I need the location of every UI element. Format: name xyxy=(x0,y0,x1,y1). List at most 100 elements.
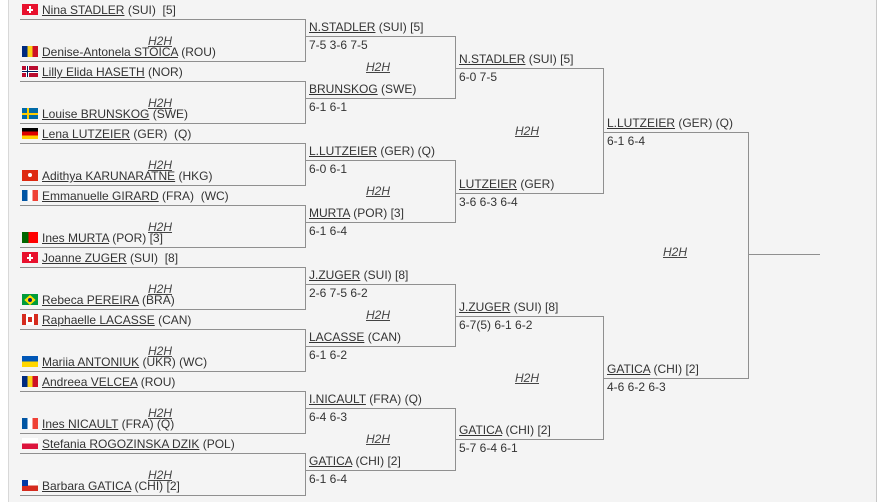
match-score: 6-0 7-5 xyxy=(459,70,498,84)
match-bracket-line xyxy=(305,160,456,223)
match-bracket-line xyxy=(20,81,306,124)
player-link[interactable]: J.ZUGER xyxy=(459,300,511,314)
player-info: (CAN) xyxy=(364,330,402,344)
player-entry: J.ZUGER (SUI) [8] xyxy=(459,299,558,315)
h2h-link[interactable]: H2H xyxy=(365,432,391,446)
player-link[interactable]: Andreea VELCEA xyxy=(42,375,138,389)
swiss-flag-icon xyxy=(22,252,38,263)
player-entry: Stefania ROGOZINSKA DZIK (POL) xyxy=(22,436,235,452)
player-entry: Louise BRUNSKOG (SWE) xyxy=(22,106,188,122)
match-bracket-line xyxy=(305,284,456,347)
player-link[interactable]: Denise-Antonela STOICA xyxy=(42,45,178,59)
player-info: (GER) xyxy=(517,177,555,191)
player-link[interactable]: LUTZEIER xyxy=(459,177,518,191)
h2h-link[interactable]: H2H xyxy=(365,184,391,198)
player-info: (SUI) [8] xyxy=(126,251,179,265)
player-link[interactable]: Adithya KARUNARATNE xyxy=(42,169,176,183)
germany-flag-icon xyxy=(22,128,38,139)
match-score: 6-7(5) 6-1 6-2 xyxy=(459,318,533,332)
player-link[interactable]: GATICA xyxy=(607,362,651,376)
player-link[interactable]: Nina STADLER xyxy=(42,3,125,17)
player-link[interactable]: MURTA xyxy=(309,206,350,220)
player-entry: Mariia ANTONIUK (UKR) (WC) xyxy=(22,354,207,370)
player-link[interactable]: Raphaelle LACASSE xyxy=(42,313,155,327)
player-link[interactable]: L.LUTZEIER xyxy=(607,116,676,130)
h2h-link[interactable]: H2H xyxy=(147,96,173,110)
h2h-link[interactable]: H2H xyxy=(147,158,173,172)
player-link[interactable]: Stefania ROGOZINSKA DZIK xyxy=(42,437,200,451)
player-entry: Adithya KARUNARATNE (HKG) xyxy=(22,168,213,184)
romania-flag-icon xyxy=(22,376,38,387)
hongkong-flag-icon xyxy=(22,170,38,181)
norway-flag-icon xyxy=(22,66,38,77)
final-line xyxy=(748,254,820,255)
match-bracket-line xyxy=(20,267,306,310)
h2h-link[interactable]: H2H xyxy=(514,370,540,385)
player-info: (ROU) xyxy=(177,45,216,59)
brazil-flag-icon xyxy=(22,294,38,305)
player-info: (HKG) xyxy=(175,169,213,183)
player-link[interactable]: Joanne ZUGER xyxy=(42,251,127,265)
player-link[interactable]: N.STADLER xyxy=(459,52,526,66)
player-info: (SUI) [5] xyxy=(124,3,176,17)
player-entry: Barbara GATICA (CHI) [2] xyxy=(22,478,180,494)
player-info: (SUI) [8] xyxy=(510,300,559,314)
chile-flag-icon xyxy=(22,480,38,491)
match-score: 6-1 6-1 xyxy=(309,100,348,114)
h2h-link[interactable]: H2H xyxy=(147,282,173,296)
player-link[interactable]: J.ZUGER xyxy=(309,268,361,282)
player-link[interactable]: Rebeca PEREIRA xyxy=(42,293,139,307)
player-link[interactable]: Emmanuelle GIRARD xyxy=(42,189,159,203)
h2h-link[interactable]: H2H xyxy=(147,344,173,358)
h2h-link[interactable]: H2H xyxy=(147,406,173,420)
player-link[interactable]: Ines NICAULT xyxy=(42,417,119,431)
player-info: (GER) (Q) xyxy=(675,116,734,130)
player-link[interactable]: Lilly Elida HASETH xyxy=(42,65,145,79)
player-link[interactable]: N.STADLER xyxy=(309,20,376,34)
player-link[interactable]: LACASSE xyxy=(309,330,365,344)
h2h-link[interactable]: H2H xyxy=(662,245,688,259)
player-link[interactable]: Barbara GATICA xyxy=(42,479,132,493)
player-info: (CHI) [2] xyxy=(131,479,180,493)
match-score: 6-1 6-4 xyxy=(309,224,348,238)
player-entry: LUTZEIER (GER) xyxy=(459,176,554,192)
player-info: (FRA) (Q) xyxy=(365,392,422,406)
player-entry: Joanne ZUGER (SUI) [8] xyxy=(22,250,178,266)
h2h-link[interactable]: H2H xyxy=(147,34,173,48)
player-entry: Rebeca PEREIRA (BRA) xyxy=(22,292,175,308)
h2h-link[interactable]: H2H xyxy=(514,123,540,138)
match-bracket-line xyxy=(20,19,306,62)
match-score: 3-6 6-3 6-4 xyxy=(459,195,518,209)
player-link[interactable]: L.LUTZEIER xyxy=(309,144,378,158)
player-link[interactable]: GATICA xyxy=(309,454,353,468)
player-entry: Lilly Elida HASETH (NOR) xyxy=(22,64,183,80)
player-entry: N.STADLER (SUI) [5] xyxy=(309,19,423,35)
player-entry: Andreea VELCEA (ROU) xyxy=(22,374,175,390)
match-bracket-line xyxy=(305,36,456,99)
player-entry: Denise-Antonela STOICA (ROU) xyxy=(22,44,216,60)
player-info: (UKR) (WC) xyxy=(139,355,208,369)
h2h-link[interactable]: H2H xyxy=(147,220,173,234)
match-score: 6-4 6-3 xyxy=(309,410,348,424)
h2h-link[interactable]: H2H xyxy=(365,308,391,322)
player-info: (GER) (Q) xyxy=(377,144,436,158)
player-entry: Nina STADLER (SUI) [5] xyxy=(22,2,176,18)
player-link[interactable]: Mariia ANTONIUK xyxy=(42,355,140,369)
player-link[interactable]: Louise BRUNSKOG xyxy=(42,107,150,121)
match-bracket-line xyxy=(20,205,306,248)
player-entry: GATICA (CHI) [2] xyxy=(459,422,551,438)
match-score: 6-1 6-4 xyxy=(309,472,348,486)
player-entry: LACASSE (CAN) xyxy=(309,329,401,345)
player-link[interactable]: Lena LUTZEIER xyxy=(42,127,131,141)
player-info: (SWE) xyxy=(149,107,189,121)
player-link[interactable]: Ines MURTA xyxy=(42,231,109,245)
player-link[interactable]: GATICA xyxy=(459,423,503,437)
swiss-flag-icon xyxy=(22,4,38,15)
player-link[interactable]: BRUNSKOG xyxy=(309,82,378,96)
h2h-link[interactable]: H2H xyxy=(365,60,391,74)
player-link[interactable]: I.NICAULT xyxy=(309,392,366,406)
player-info: (FRA) (WC) xyxy=(158,189,229,203)
h2h-link[interactable]: H2H xyxy=(147,468,173,482)
player-entry: Lena LUTZEIER (GER) (Q) xyxy=(22,126,191,142)
player-info: (POR) [3] xyxy=(108,231,163,245)
